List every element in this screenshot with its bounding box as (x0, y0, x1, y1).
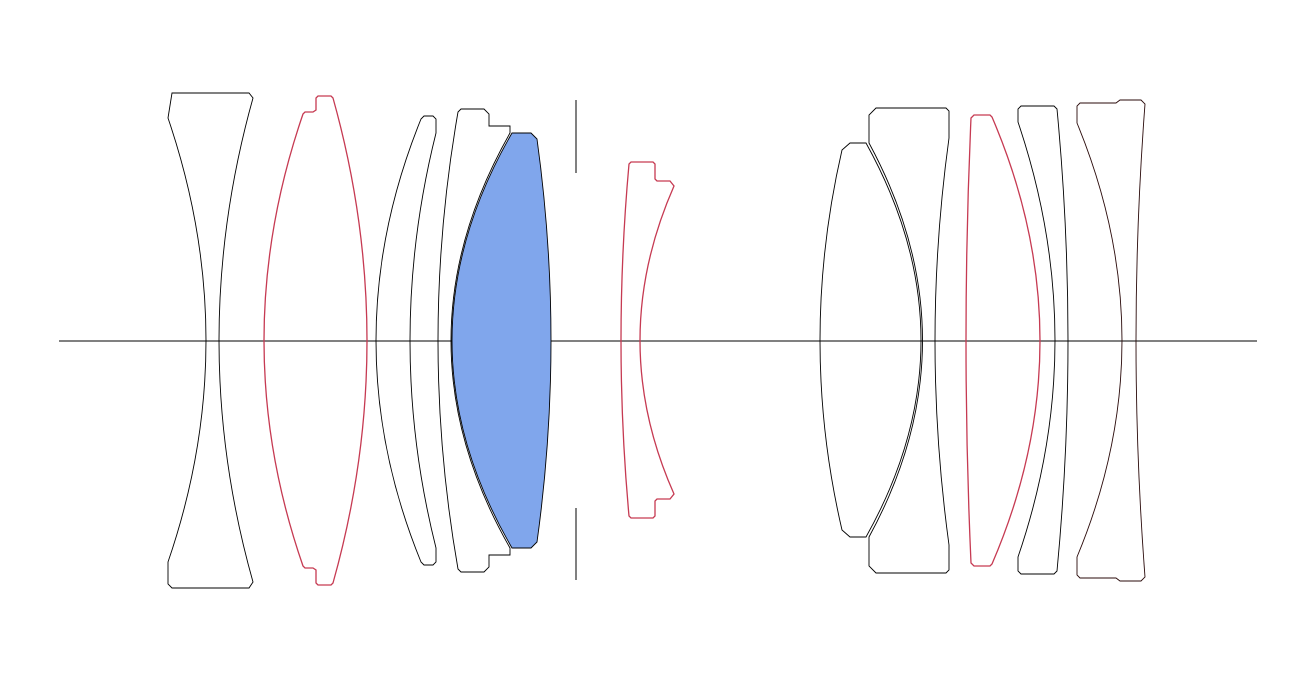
lens-element-11 (1076, 99, 1146, 582)
lens-element-9 (965, 114, 1041, 567)
lens-element-8 (868, 107, 950, 574)
lens-element-10 (1017, 105, 1069, 575)
lens-element-4 (437, 108, 511, 573)
lens-element-7 (819, 142, 922, 538)
lens-element-1 (167, 92, 254, 589)
lens-element-2 (263, 95, 368, 586)
lens-element-5-highlighted (451, 132, 552, 549)
lens-element-6 (620, 161, 675, 519)
lens-element-3 (375, 115, 437, 566)
